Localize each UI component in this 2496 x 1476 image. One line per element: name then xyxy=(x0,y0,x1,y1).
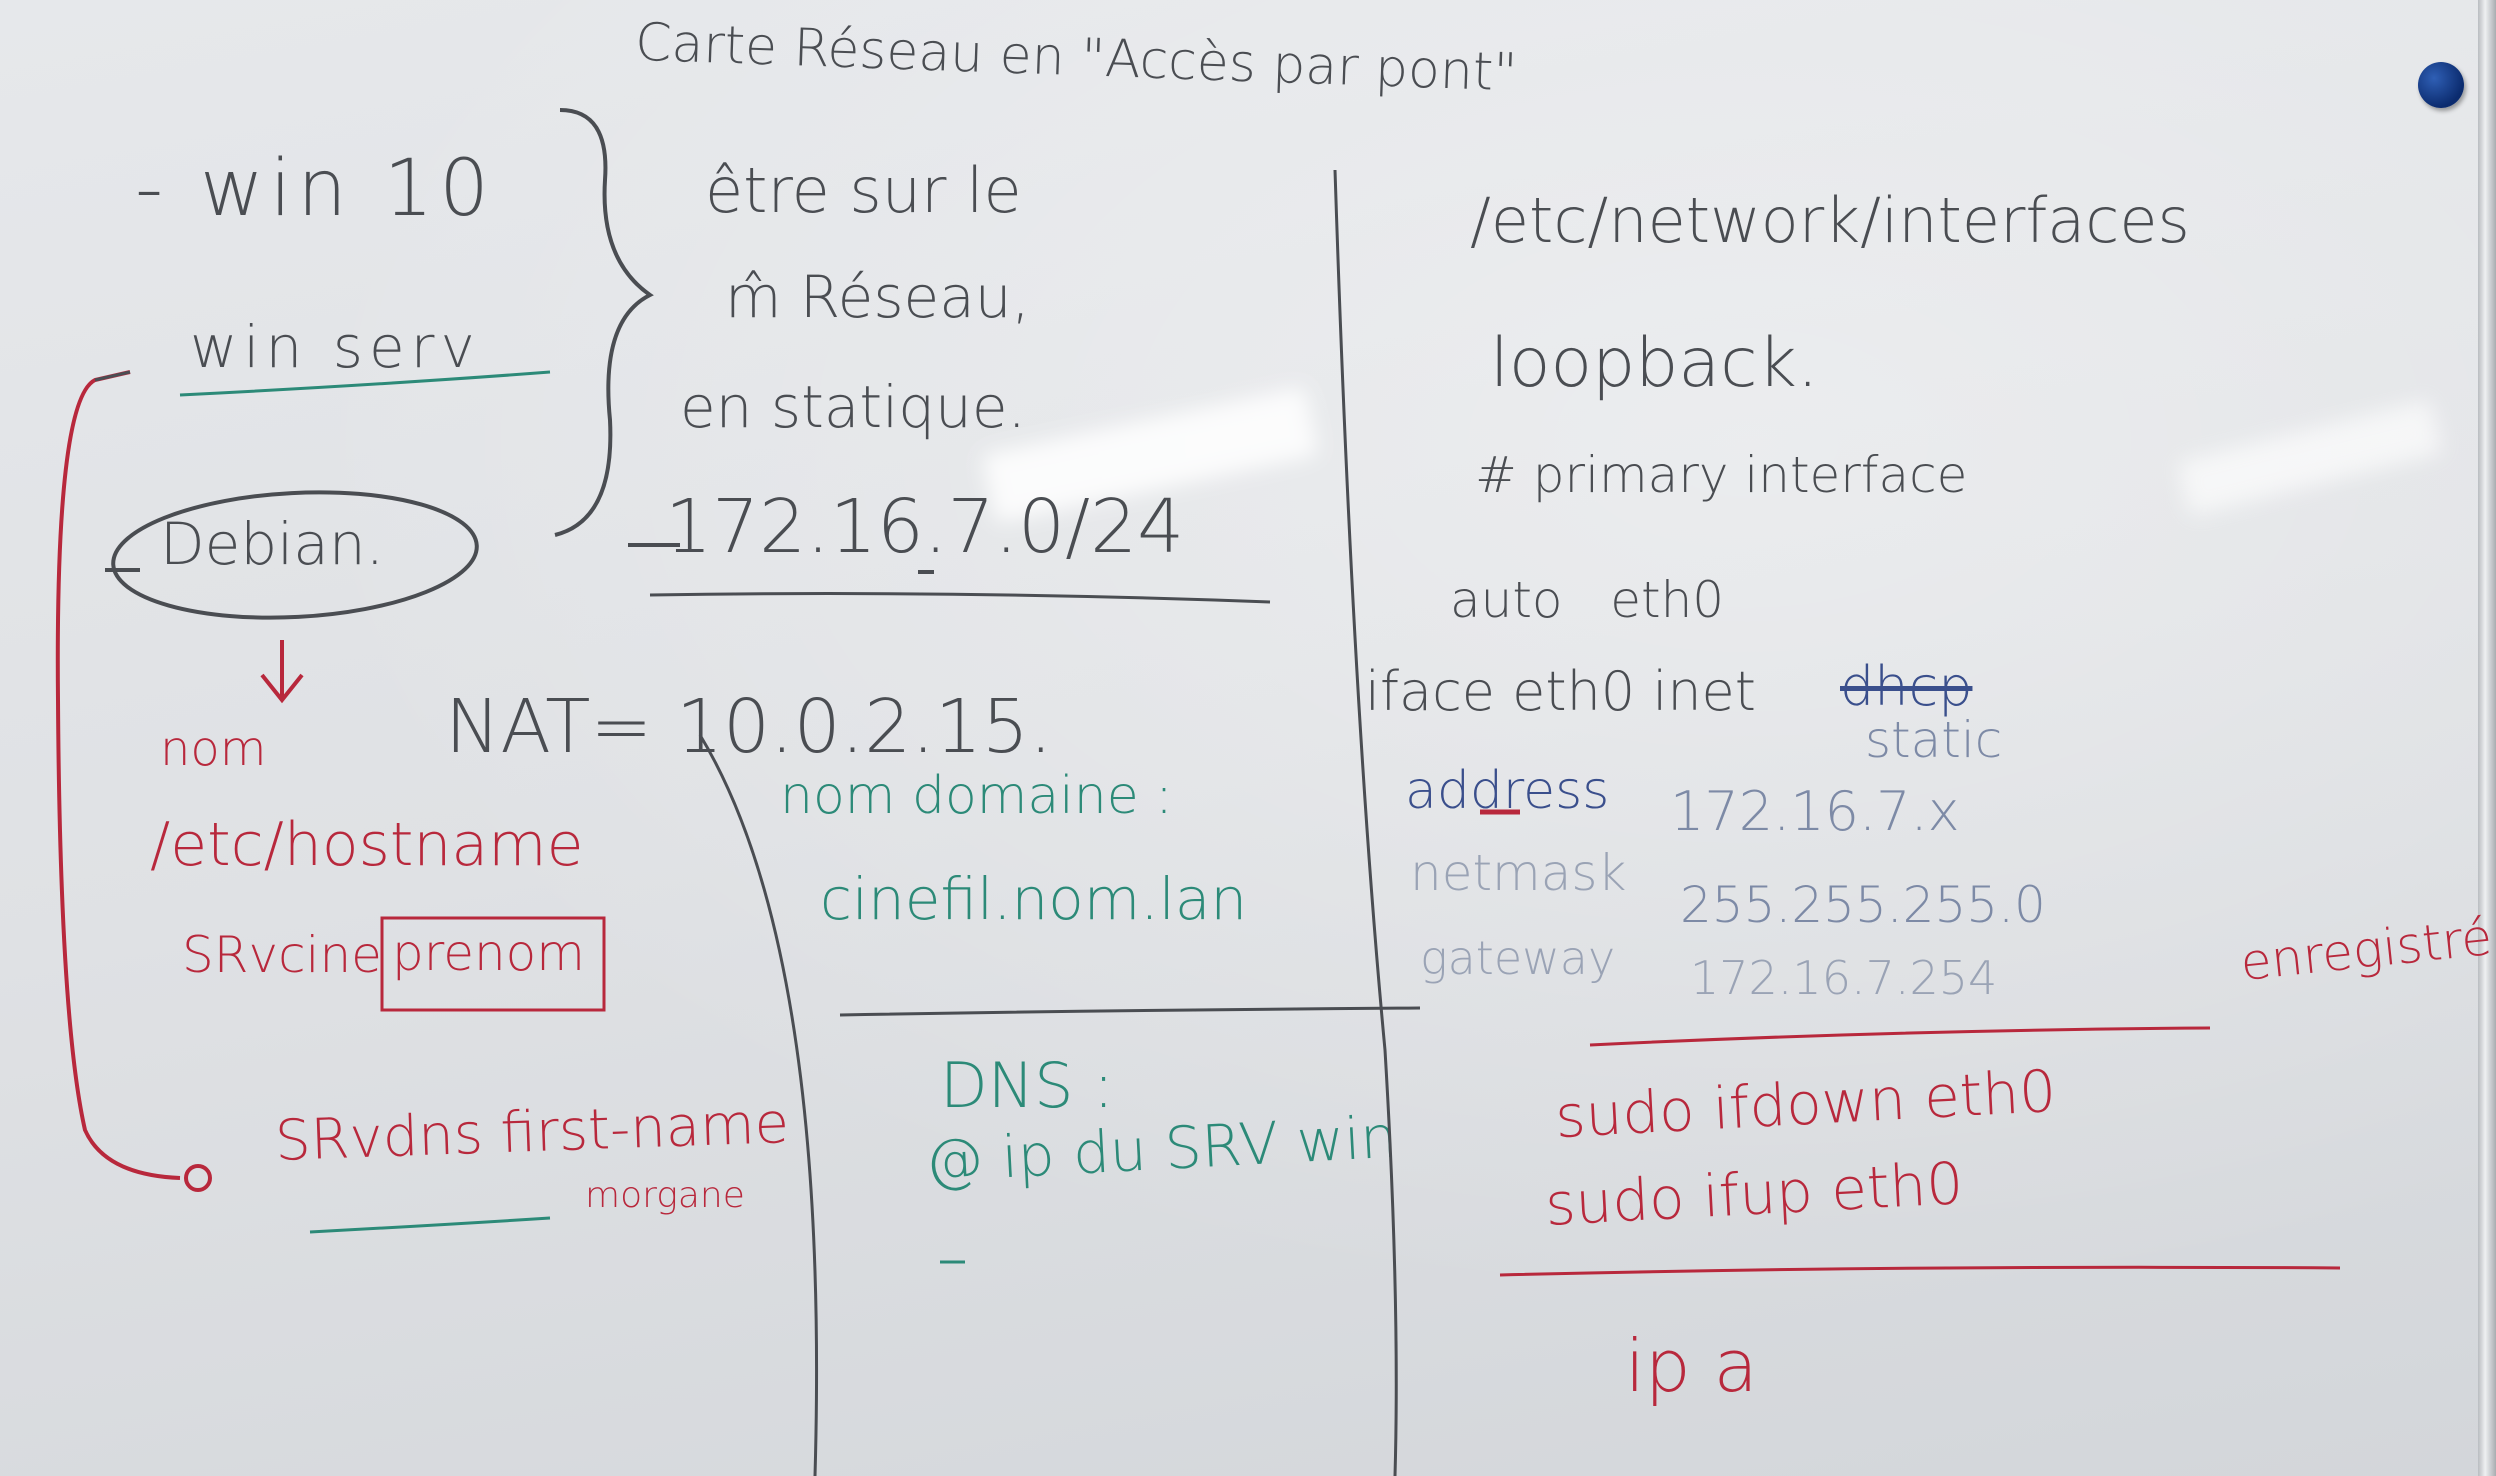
note-line1: être sur le xyxy=(705,154,1022,227)
dns-label: DNS : xyxy=(940,1049,1115,1122)
netmask-value: 255.255.255.0 xyxy=(1680,876,2046,934)
domain-value: cinefil.nom.lan xyxy=(820,865,1248,933)
note-line2: m̂ Réseau, xyxy=(725,263,1030,331)
hostname-prenom: prenom xyxy=(392,924,585,982)
static-label: static xyxy=(1865,711,2003,769)
name-morgane: morgane xyxy=(585,1175,745,1216)
note-line3: en statique. xyxy=(680,373,1026,441)
dhcp-crossed: dhcp xyxy=(1840,655,1973,718)
gateway-label: gateway xyxy=(1420,931,1616,985)
hostname-srvcine: SRvcine xyxy=(182,926,382,984)
cmd-ip-a: ip a xyxy=(1625,1324,1758,1408)
domain-label: nom domaine : xyxy=(780,766,1173,826)
iface-line: iface eth0 inet xyxy=(1365,660,1756,723)
network-address: 172.16.7.0/24 xyxy=(665,484,1185,570)
os-win10: - win 10 xyxy=(135,144,495,234)
address-label: address xyxy=(1405,761,1610,821)
label-nom: nom xyxy=(160,721,267,777)
os-debian: Debian. xyxy=(160,510,385,578)
auto-eth0: auto eth0 xyxy=(1450,571,1725,629)
os-winserv: win serv xyxy=(190,313,481,381)
whiteboard-frame xyxy=(2478,0,2496,1476)
interfaces-path: /etc/network/interfaces xyxy=(1470,184,2190,257)
gateway-value: 172.16.7.254 xyxy=(1690,951,1998,1005)
address-value: 172.16.7.x xyxy=(1670,780,1960,843)
loopback-label: loopback. xyxy=(1490,324,1819,403)
magnet-icon xyxy=(2418,62,2464,108)
primary-interface: # primary interface xyxy=(1475,446,1968,504)
netmask-label: netmask xyxy=(1410,844,1627,902)
nat-address: NAT= 10.0.2.15. xyxy=(445,684,1053,770)
hostname-path: /etc/hostname xyxy=(150,810,584,880)
